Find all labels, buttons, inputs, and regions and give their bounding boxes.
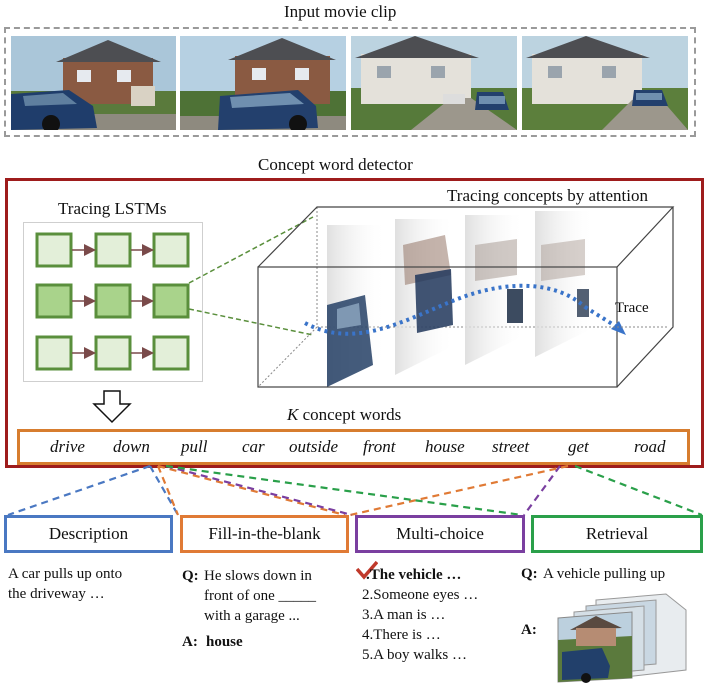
concept-word-drive: drive (50, 437, 85, 456)
retrieval-q-prefix: Q: (521, 566, 538, 582)
fill-answer: house (206, 634, 243, 650)
multi-option-4: 4.There is … (362, 627, 441, 643)
concept-word-down: down (113, 437, 150, 456)
concept-word-pull: pull (181, 437, 208, 456)
description-box: Description (4, 515, 173, 553)
attention-slice-3 (465, 215, 525, 365)
concept-word-get: get (568, 437, 589, 456)
detector-border (5, 178, 704, 468)
attention-slice-2 (395, 219, 455, 375)
video-frame-4 (522, 36, 688, 130)
video-frame-3 (351, 36, 517, 130)
multi-choice-box: Multi-choice (355, 515, 525, 553)
concept-words-box (17, 429, 690, 465)
video-frame-1 (11, 36, 176, 130)
multi-option-1: .The vehicle … (366, 567, 462, 583)
multi-option-5: 5.A boy walks … (362, 647, 467, 663)
retrieval-title: Retrieval (585, 524, 649, 543)
concept-word-house: house (425, 437, 465, 456)
concept-word-outside: outside (289, 437, 339, 456)
task-connectors (7, 465, 703, 517)
fill-a-prefix: A: (182, 634, 198, 650)
fill-blank-box: Fill-in-the-blank (180, 515, 349, 553)
input-clip-title: Input movie clip (284, 2, 397, 21)
concepts-label-k: K (287, 405, 299, 424)
fill-q-prefix: Q: (182, 568, 199, 584)
attention-slice-4 (535, 211, 595, 357)
fill-blank-title: Fill-in-the-blank (208, 524, 321, 543)
lstm-grid (35, 232, 190, 371)
video-frame-2 (180, 36, 346, 130)
lstm-panel (23, 222, 203, 382)
concepts-label: K concept words (287, 405, 401, 425)
attention-slice-1 (327, 225, 387, 387)
concept-word-front: front (363, 437, 396, 456)
trace-label: Trace (615, 300, 649, 316)
fill-question-line-3: with a garage ... (204, 608, 300, 624)
multi-choice-title: Multi-choice (396, 524, 484, 543)
concept-word-road: road (634, 437, 666, 456)
multi-option-3: 3.A man is … (362, 607, 446, 623)
concept-word-street: street (492, 437, 530, 456)
retrieval-question: A vehicle pulling up (543, 566, 666, 582)
attention-label: Tracing concepts by attention (447, 186, 648, 205)
multi-option-2: 2.Someone eyes … (362, 587, 479, 603)
concept-word-car: car (242, 437, 265, 456)
description-line-2: the driveway … (8, 586, 105, 602)
checkmark-icon (356, 560, 378, 580)
detector-title: Concept word detector (258, 155, 413, 174)
description-title: Description (48, 524, 129, 543)
retrieval-box: Retrieval (531, 515, 703, 553)
retrieved-clip-image (557, 593, 687, 683)
lstm-attention-connectors (188, 216, 314, 336)
fill-question-line-2: front of one _____ (204, 588, 317, 604)
input-clip-border (4, 27, 696, 137)
lstm-label: Tracing LSTMs (58, 199, 167, 218)
attention-cube (257, 206, 675, 388)
fill-question-line-1: He slows down in (204, 568, 312, 584)
down-arrow-icon (92, 390, 132, 424)
description-line-1: A car pulls up onto (8, 566, 123, 582)
concepts-label-rest: concept words (298, 405, 402, 424)
retrieval-a-prefix: A: (521, 622, 537, 638)
